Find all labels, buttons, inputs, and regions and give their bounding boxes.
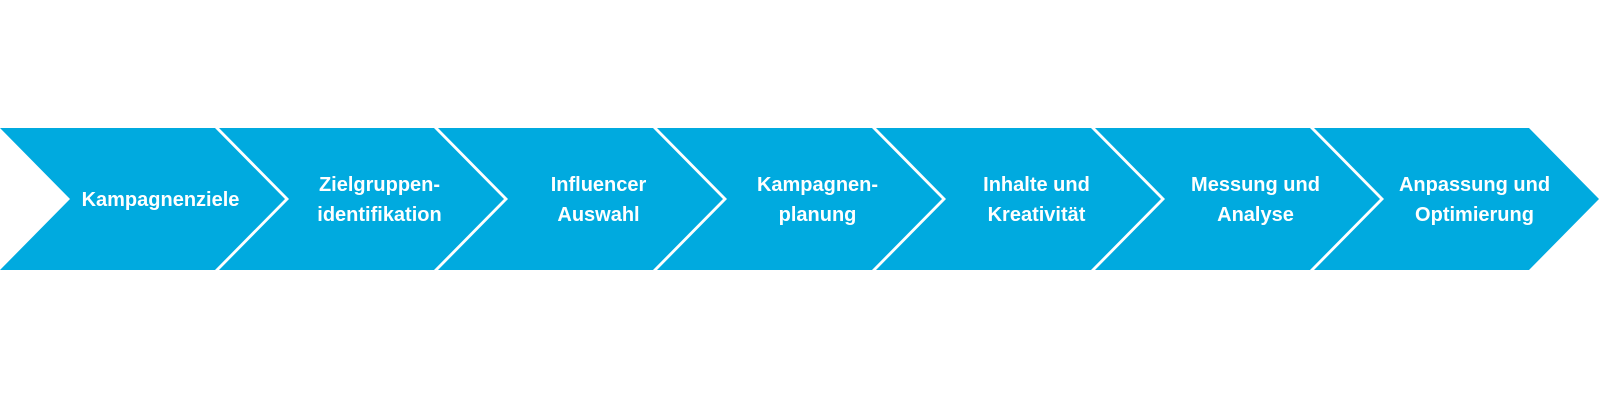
step-label-line: Analyse (1217, 204, 1294, 226)
step-label-line: Auswahl (557, 204, 639, 226)
step-label-line: Anpassung und (1399, 174, 1550, 196)
chevron-shape (1314, 128, 1599, 270)
chevron-shape (219, 128, 504, 270)
step-label-line: identifikation (317, 204, 441, 226)
step-label-line: Zielgruppen- (319, 174, 440, 196)
chevron-shape (876, 128, 1161, 270)
process-step-1: Kampagnenziele (0, 128, 285, 270)
step-label-line: Kampagnenziele (82, 189, 240, 211)
step-label-line: Optimierung (1415, 204, 1534, 226)
chevron-shape (438, 128, 723, 270)
step-label-line: Messung und (1191, 174, 1320, 196)
step-label-line: Influencer (551, 174, 647, 196)
step-label-line: planung (779, 204, 857, 226)
chevron-shape (657, 128, 942, 270)
step-label-line: Kampagnen- (757, 174, 878, 196)
chevron-shape (1095, 128, 1380, 270)
step-label-line: Inhalte und (983, 174, 1090, 196)
step-label-line: Kreativität (988, 204, 1086, 226)
chevron-shape (0, 128, 285, 270)
process-step-4: Kampagnen-planung (657, 128, 942, 270)
process-step-2: Zielgruppen-identifikation (219, 128, 504, 270)
